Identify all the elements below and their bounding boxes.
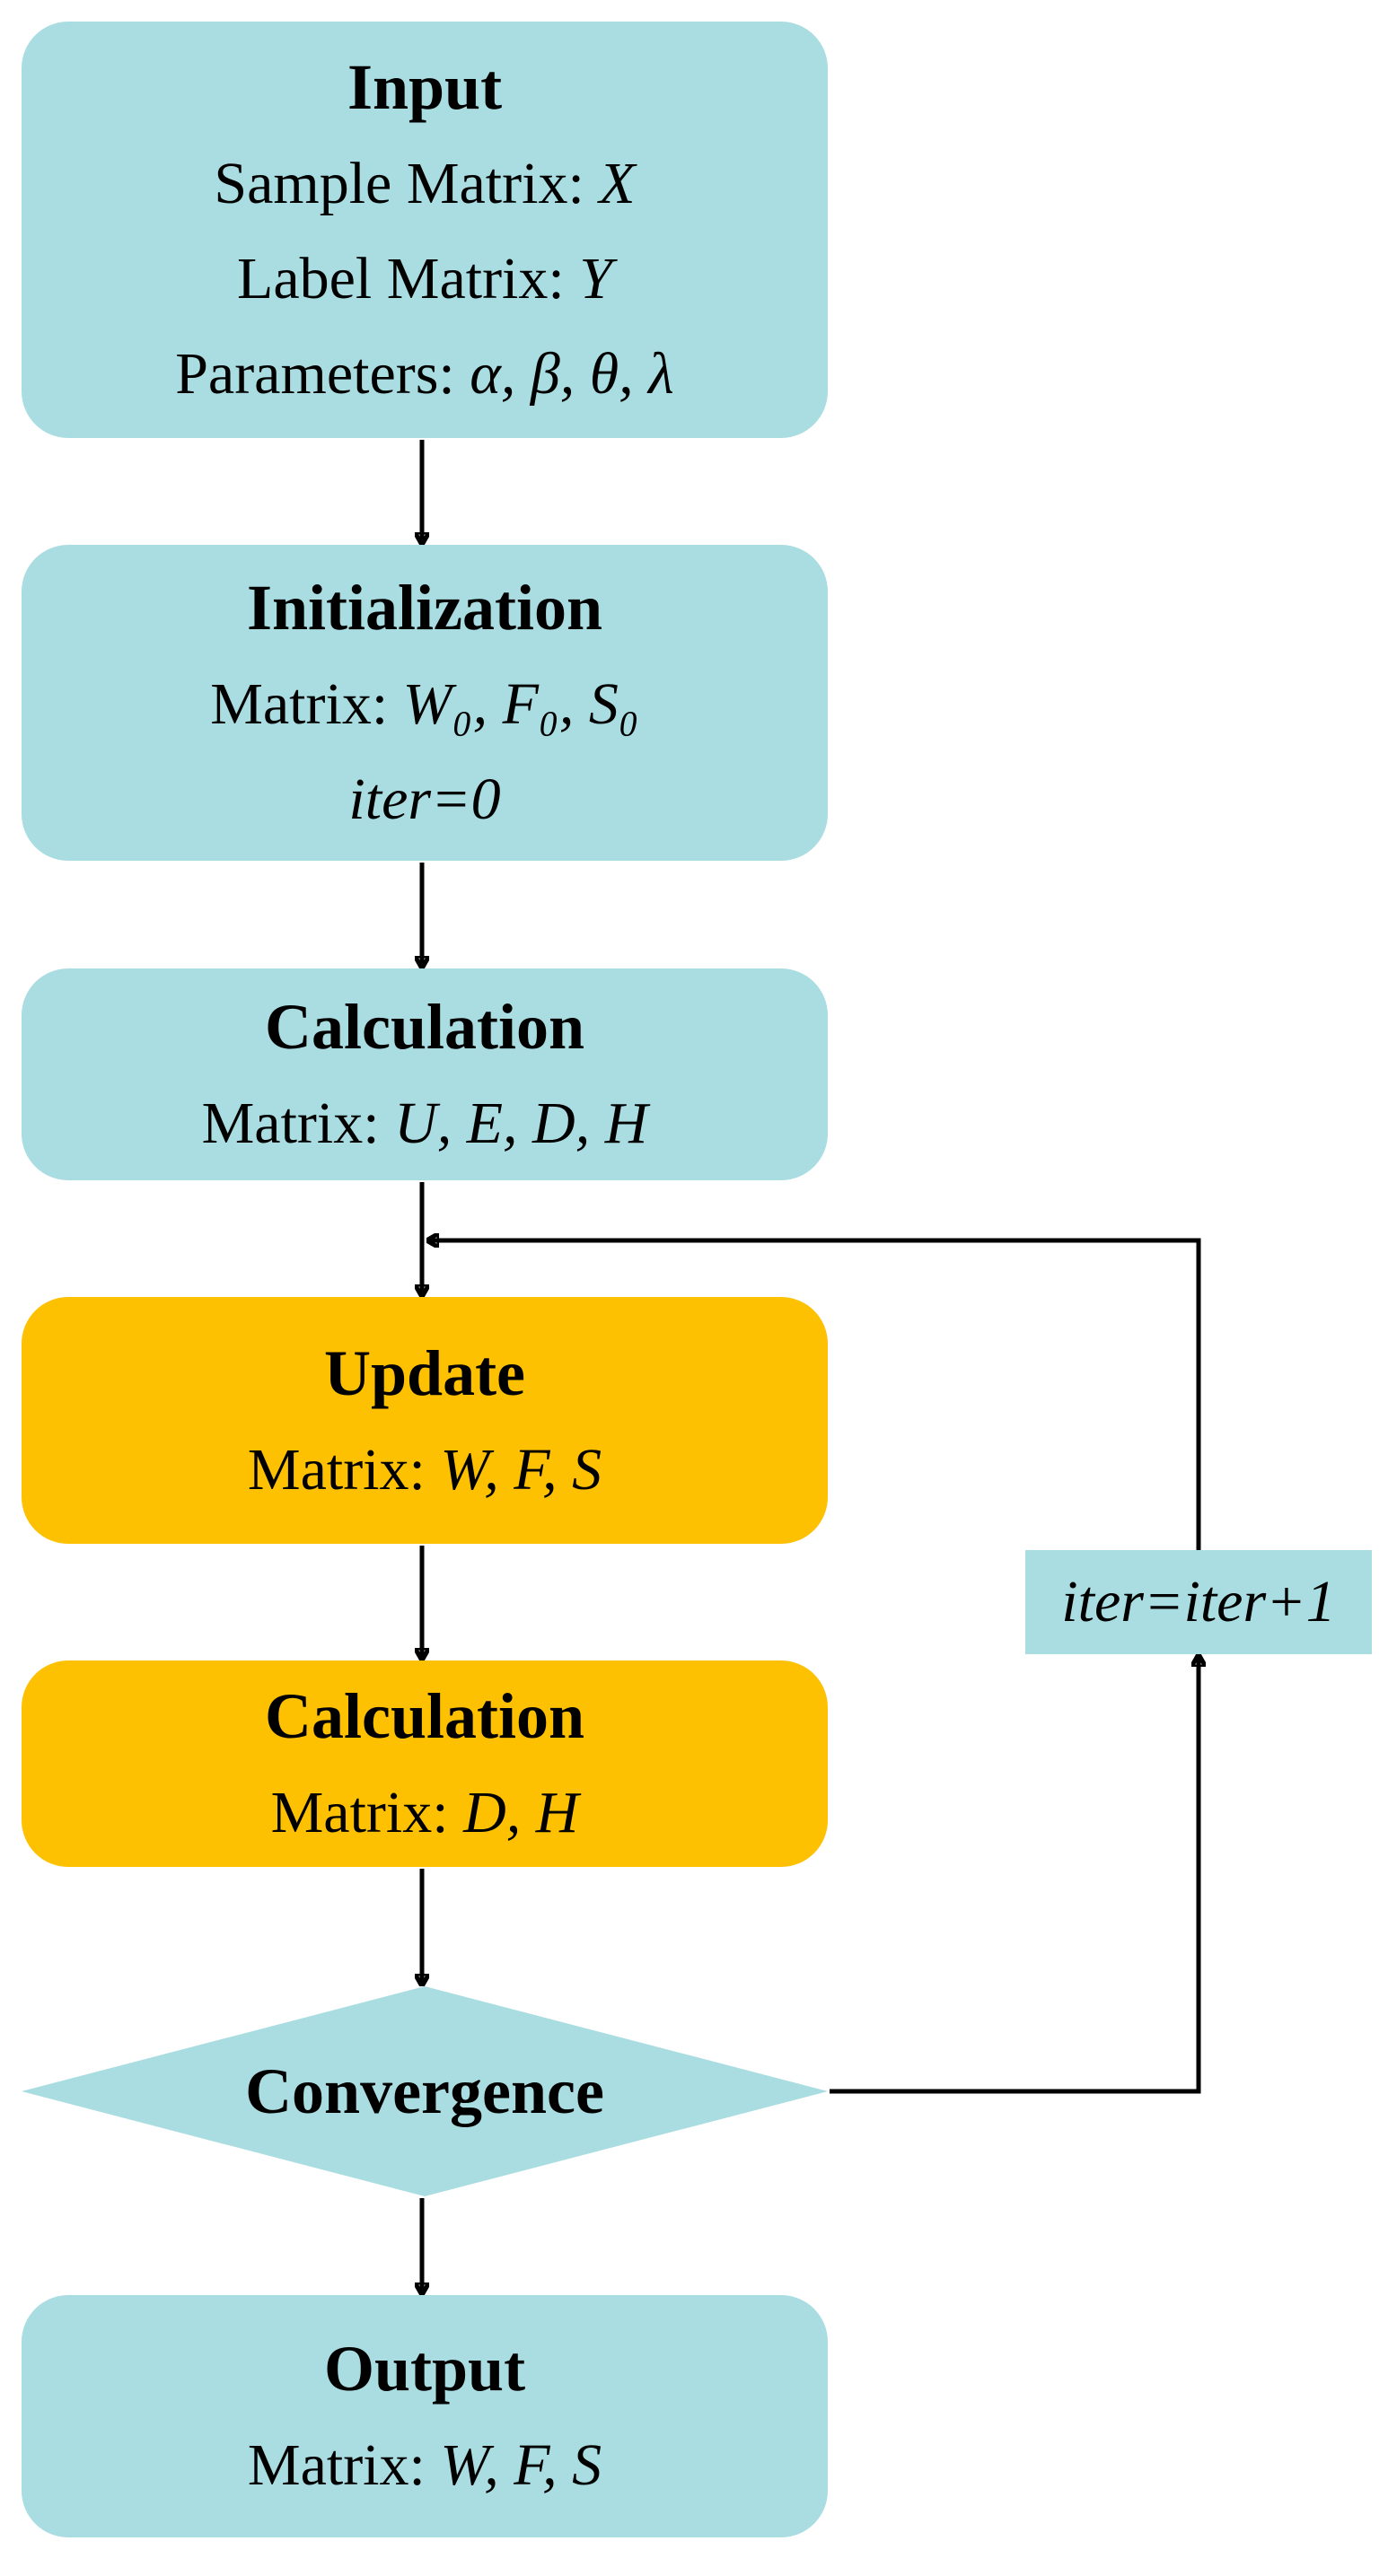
node-text-line: Label Matrix: Y xyxy=(237,246,612,311)
node-text-line: Matrix: D, H xyxy=(270,1780,579,1845)
node-text-line: iter=0 xyxy=(348,767,501,832)
flow-node-calculation-2: Calculation Matrix: D, H xyxy=(22,1660,828,1867)
node-title: Calculation xyxy=(264,991,585,1063)
node-lines: Matrix: W, F, S xyxy=(248,1423,602,1518)
node-lines: Sample Matrix: X Label Matrix: Y Parameter… xyxy=(175,136,674,422)
node-title: Initialization xyxy=(246,572,603,644)
node-text-line: Matrix: W₀, F₀, S₀ xyxy=(210,671,639,737)
flow-node-calculation-1: Calculation Matrix: U, E, D, H xyxy=(22,968,828,1180)
node-text-line: Matrix: W, F, S xyxy=(247,1436,602,1503)
flow-node-update: Update Matrix: W, F, S xyxy=(22,1297,828,1544)
node-title: Output xyxy=(323,2333,526,2405)
node-lines: Matrix: U, E, D, H xyxy=(202,1076,648,1171)
node-text-line: Matrix: W, F, S xyxy=(247,2432,602,2498)
loop-line-convergence-to-iter xyxy=(830,1657,1199,2094)
iteration-counter-label: iter=iter+1 xyxy=(1061,1569,1336,1634)
node-text-line: Sample Matrix: X xyxy=(214,151,636,216)
node-text-line: Parameters: α, β, θ, λ xyxy=(175,341,674,407)
flow-node-input: Input Sample Matrix: X Label Matrix: Y Par… xyxy=(22,22,828,438)
node-lines: Matrix: D, H xyxy=(271,1766,579,1861)
loop-line-iter-to-mainline xyxy=(429,1240,1201,1550)
node-title: Update xyxy=(323,1336,525,1409)
node-lines: Matrix: W₀, F₀, S₀ iter=0 xyxy=(210,657,639,847)
node-title: Convergence xyxy=(245,2055,604,2127)
flow-node-initialization: Initialization Matrix: W₀, F₀, S₀ iter=0 xyxy=(22,545,828,861)
node-text-line: Matrix: U, E, D, H xyxy=(201,1091,648,1156)
node-title: Calculation xyxy=(264,1680,585,1752)
flow-node-output: Output Matrix: W, F, S xyxy=(22,2295,828,2537)
node-title: Input xyxy=(347,51,503,123)
node-lines: Matrix: W, F, S xyxy=(248,2418,602,2513)
flow-node-iteration-counter: iter=iter+1 xyxy=(1025,1550,1372,1654)
